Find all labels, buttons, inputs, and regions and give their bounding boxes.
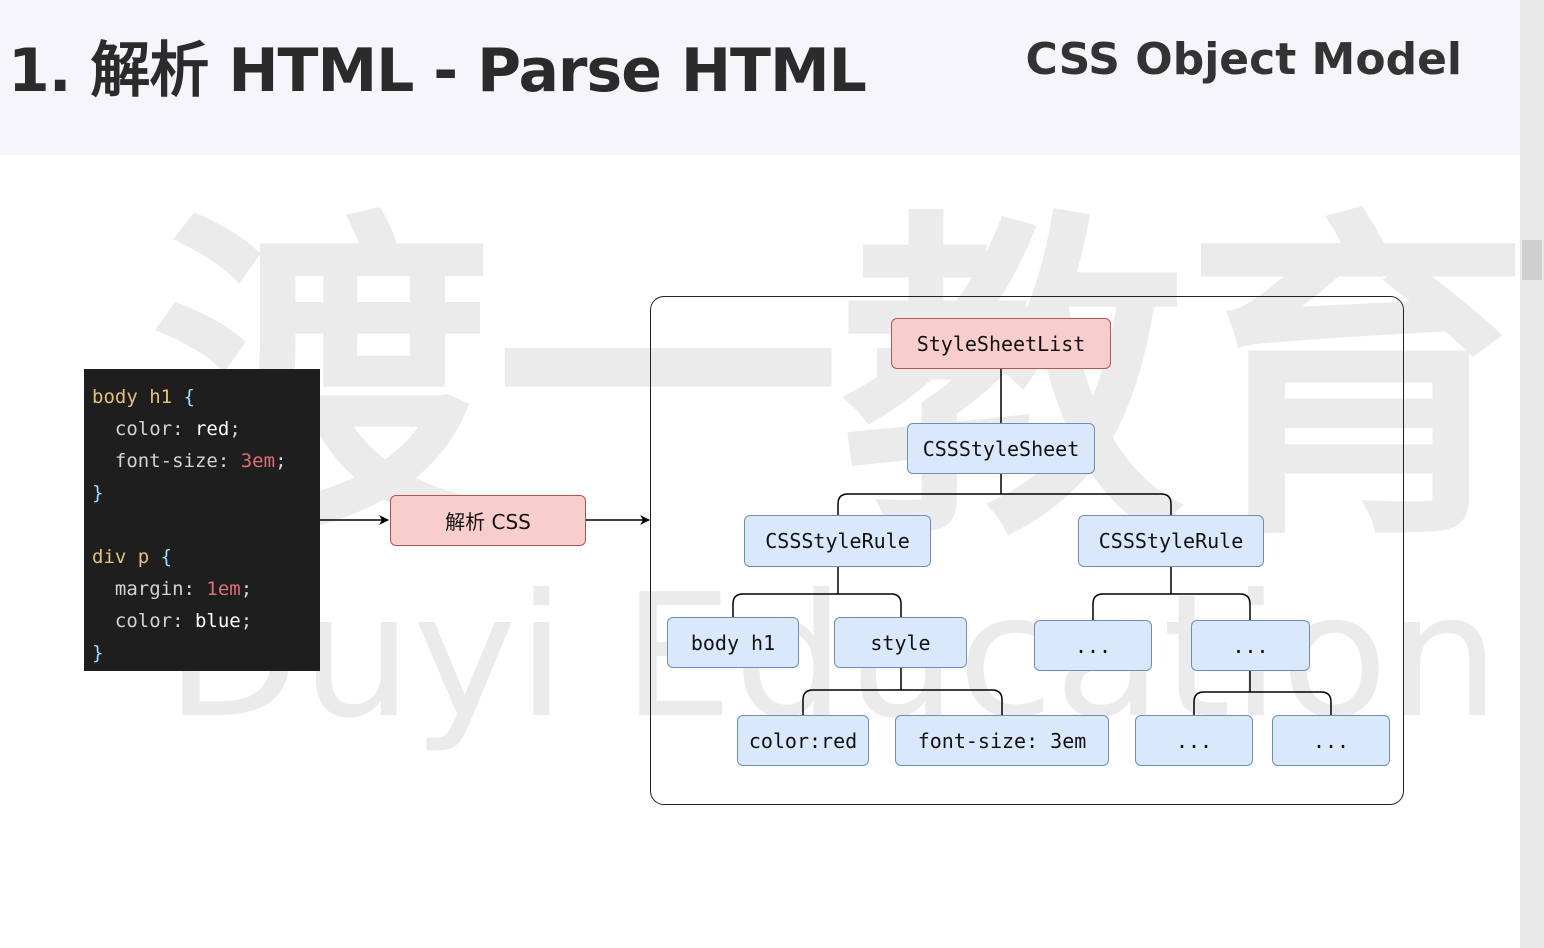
code-property: color	[114, 610, 173, 632]
edge-rule1-children	[732, 567, 902, 617]
node-ellipsis: ...	[1034, 620, 1152, 671]
node-stylesheetlist: StyleSheetList	[891, 318, 1111, 369]
code-line: margin: 1em;	[114, 578, 253, 600]
code-selector: body h1	[92, 386, 173, 408]
edge-rule2-children	[1092, 567, 1251, 620]
slide-title: 1. 解析 HTML - Parse HTML	[8, 36, 867, 106]
node-ellipsis: ...	[1191, 620, 1310, 671]
code-brace: {	[183, 386, 195, 408]
code-line: font-size: 3em;	[114, 450, 287, 472]
header-bar: 1. 解析 HTML - Parse HTML CSS Object Model	[0, 0, 1520, 155]
code-property: font-size	[114, 450, 218, 472]
code-value: red	[194, 418, 230, 440]
code-value: 3em	[240, 450, 276, 472]
node-decl-color-red: color:red	[737, 715, 869, 766]
parse-css-box: 解析 CSS	[390, 495, 586, 546]
code-selector: div p	[92, 546, 150, 568]
node-selector-body-h1: body h1	[667, 617, 799, 668]
node-decl-font-size: font-size: 3em	[895, 715, 1109, 766]
cssom-tree-frame	[650, 296, 1404, 805]
edge-style-children	[802, 668, 1003, 715]
code-property: margin	[114, 578, 184, 600]
node-cssstylesheet: CSSStyleSheet	[907, 423, 1095, 474]
code-line: color: red;	[114, 418, 241, 440]
code-line: color: blue;	[114, 610, 253, 632]
scrollbar-thumb[interactable]	[1522, 240, 1542, 280]
node-cssstylerule-2: CSSStyleRule	[1078, 515, 1264, 567]
code-brace: {	[160, 546, 173, 568]
code-line: }	[92, 477, 320, 509]
code-line: div p {	[92, 541, 320, 573]
css-code-block: body h1 { color: red; font-size: 3em; } …	[84, 369, 320, 671]
code-line: }	[92, 637, 320, 669]
edge-sheet-rules	[837, 474, 1172, 515]
node-style: style	[834, 617, 967, 668]
scrollbar-track[interactable]	[1520, 0, 1544, 948]
node-ellipsis: ...	[1272, 715, 1390, 766]
code-value: 1em	[206, 578, 241, 600]
slide-subtitle: CSS Object Model	[1025, 34, 1462, 85]
node-ellipsis: ...	[1135, 715, 1253, 766]
code-brace: }	[92, 642, 104, 664]
node-cssstylerule-1: CSSStyleRule	[744, 515, 931, 567]
code-property: color	[114, 418, 173, 440]
edge-ellipsis-children	[1193, 671, 1332, 715]
code-brace: }	[92, 482, 104, 504]
code-line: body h1 {	[92, 381, 320, 413]
code-value: blue	[194, 610, 241, 632]
